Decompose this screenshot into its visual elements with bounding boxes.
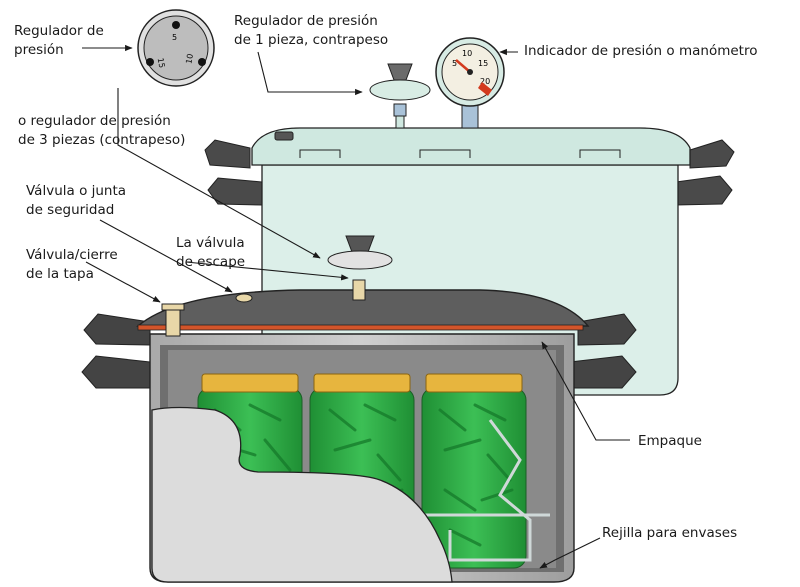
label-pressure-gauge: Indicador de presión o manómetro: [524, 43, 758, 59]
label-vent-valve: La válvula de escape: [176, 235, 246, 270]
label-one-piece-regulator: Regulador de presión de 1 pieza, contrap…: [234, 13, 389, 48]
weight-regulator-icon: [369, 63, 431, 129]
jar-rack: [410, 419, 550, 562]
label-jar-rack: Rejilla para envases: [602, 525, 738, 541]
gauge-number: 10: [462, 49, 472, 58]
gauge-icon: 5 10 15 20: [435, 37, 505, 129]
dial-number: 15: [156, 57, 167, 69]
label-three-piece-regulator: o regulador de presión de 3 piezas (cont…: [18, 113, 186, 148]
gauge-number: 5: [452, 59, 457, 68]
gauge-number: 15: [478, 59, 488, 68]
pressure-dial-icon: 5 15 10: [137, 9, 215, 87]
dial-number: 10: [184, 53, 195, 65]
label-gasket: Empaque: [638, 433, 702, 449]
label-safety-valve: Válvula o junta de seguridad: [26, 183, 127, 218]
label-lid-lock: Válvula/cierre de la tapa: [26, 247, 118, 282]
front-canner: [81, 235, 637, 583]
callout-lines: [82, 44, 630, 569]
dial-number: 5: [172, 33, 177, 42]
gauge-number: 20: [480, 77, 490, 86]
label-pressure-regulator: Regulador de presión: [14, 23, 104, 58]
